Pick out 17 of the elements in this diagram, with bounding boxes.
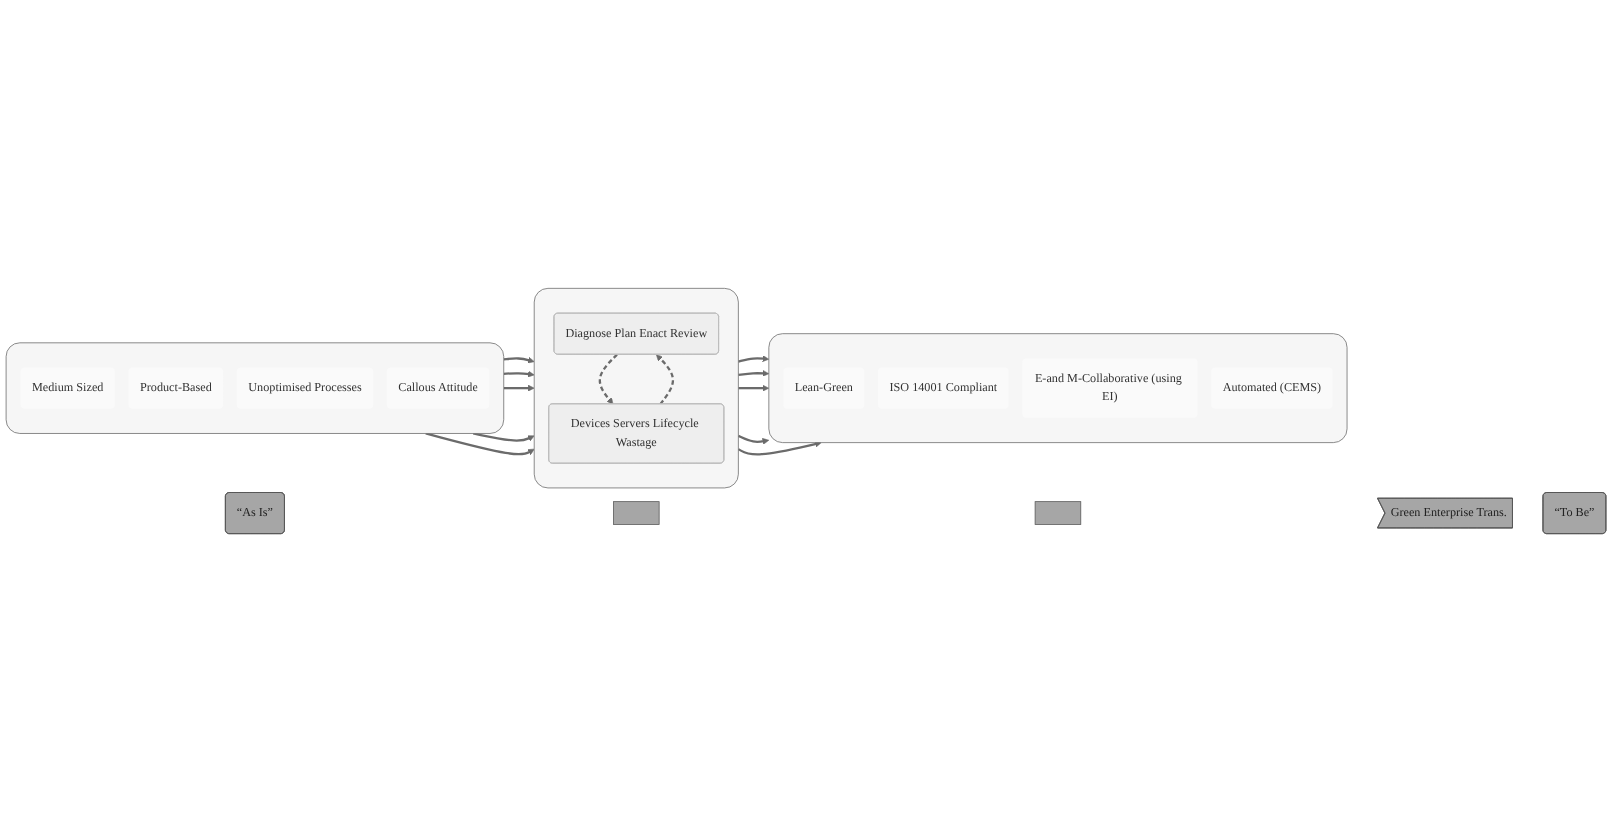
cluster [5, 342, 505, 434]
node-box [1034, 501, 1082, 525]
cluster [533, 288, 739, 489]
arrow [425, 432, 535, 456]
node-box [613, 501, 660, 525]
arrow [472, 432, 535, 442]
cluster [768, 333, 1348, 443]
arrow [503, 384, 535, 392]
arrow [738, 384, 770, 392]
arrow [656, 354, 675, 405]
arrow [737, 434, 770, 445]
arrow [503, 370, 535, 378]
arrow [737, 440, 822, 456]
arrow [598, 353, 618, 405]
arrow [738, 355, 770, 363]
arrow [738, 370, 770, 377]
arrow [503, 356, 535, 364]
